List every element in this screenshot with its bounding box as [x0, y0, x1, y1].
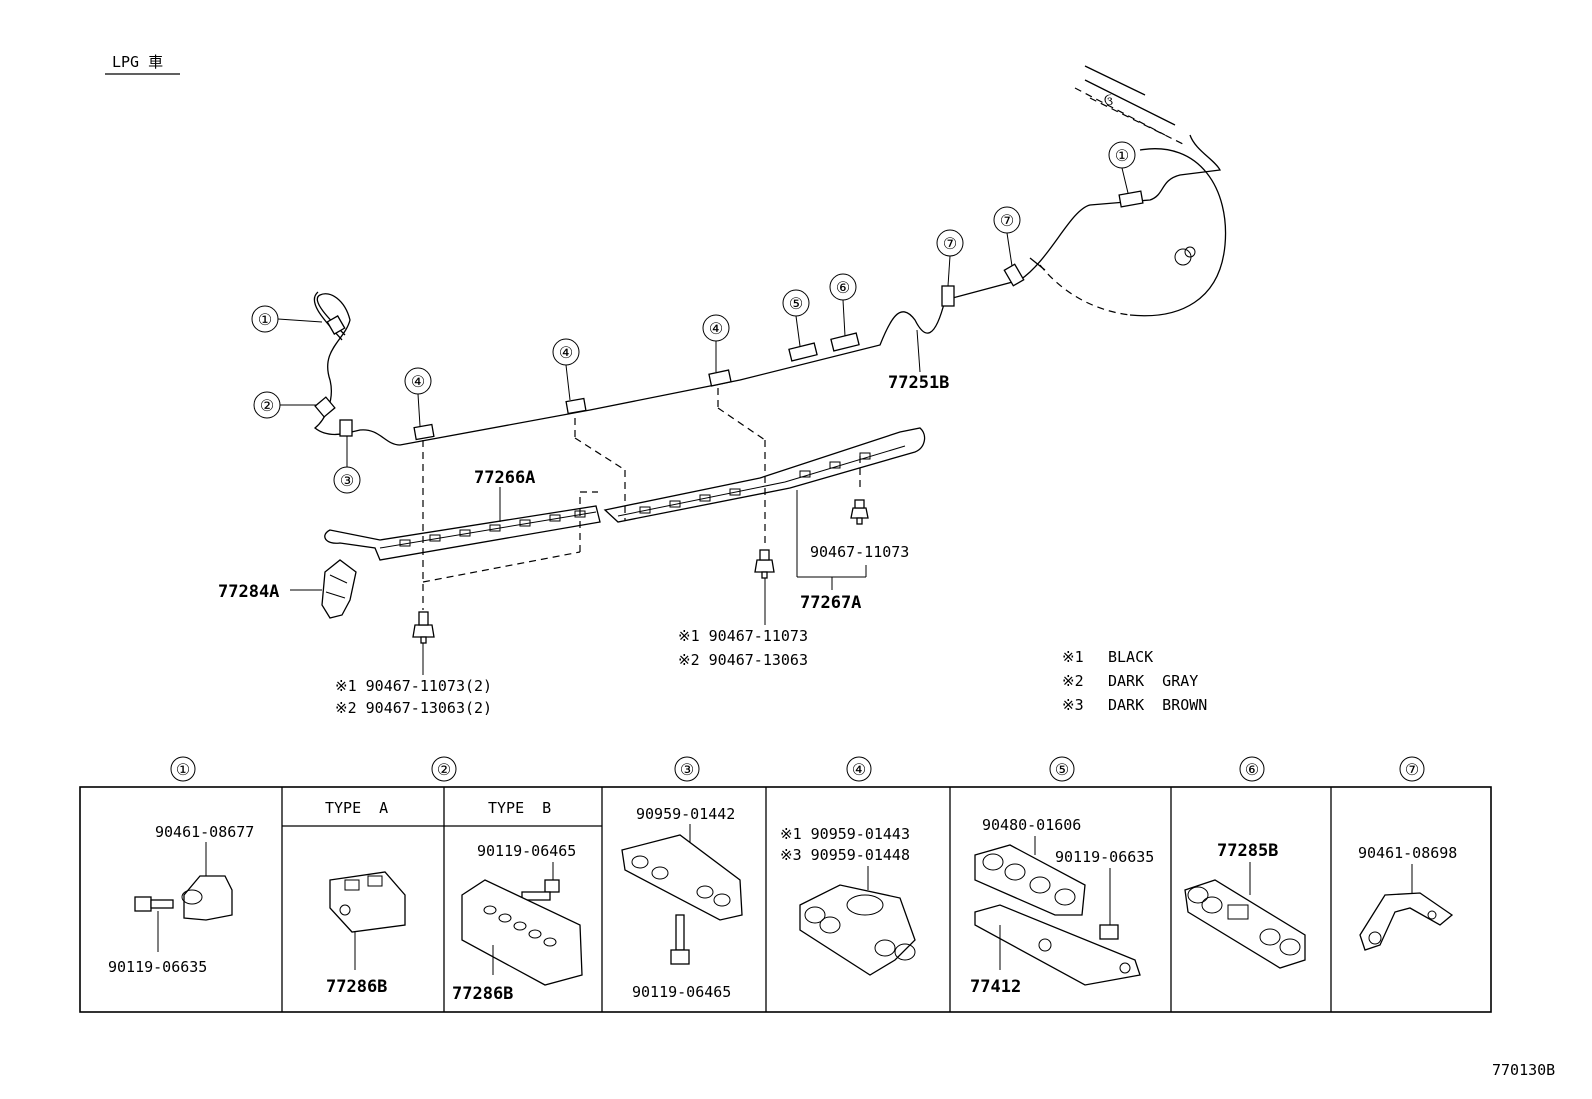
cell2a-part: 77286B	[326, 977, 387, 997]
cell-6: 77285B	[1184, 841, 1306, 969]
part-nut-right: 90467-11073	[810, 543, 909, 561]
header-callout-1: ①	[176, 760, 190, 779]
cell1-part-a: 90461-08677	[155, 823, 254, 841]
cell3-part-b: 90119-06465	[632, 983, 731, 1001]
part-77284A: 77284A	[218, 582, 279, 602]
cell6-part: 77285B	[1217, 841, 1278, 861]
part-77251B: 77251B	[888, 373, 949, 393]
cell-5: 90480-01606 90119-06635 77412	[970, 816, 1154, 997]
tank-fitting-icon: ઉ	[1104, 94, 1113, 108]
callout-4-a: ④	[411, 372, 425, 391]
legend-color-1: BLACK	[1108, 648, 1153, 666]
legend-mark-3: ※3	[1062, 696, 1084, 714]
cell-7: 90461-08698	[1358, 844, 1457, 951]
detail-table-headers: ① ② ③ ④ ⑤ ⑥ ⑦	[170, 756, 1425, 782]
cell2a-type: TYPE A	[325, 799, 388, 817]
callout-7-b: ⑦	[1000, 211, 1014, 230]
detail-table-grid	[79, 786, 1492, 1013]
callout-1-top: ①	[1115, 146, 1129, 165]
cell7-part: 90461-08698	[1358, 844, 1457, 862]
cell-3: 90959-01442 90119-06465	[621, 805, 743, 1001]
protector-77267A	[603, 427, 926, 523]
mounting-dash-lines	[422, 388, 861, 610]
part-77266A: 77266A	[474, 468, 535, 488]
legend-mark-2: ※2	[1062, 672, 1084, 690]
diagram-code: 770130B	[1492, 1061, 1555, 1079]
cell4-part-a: ※1 90959-01443	[780, 825, 910, 843]
callout-4-b: ④	[559, 343, 573, 362]
pipe-callouts: ① ② ③ ④ ④ ④ ⑤ ⑥ ⑦ ⑦ ①	[251, 141, 1136, 494]
clamp-77284A	[321, 559, 357, 619]
header-callout-6: ⑥	[1245, 760, 1259, 779]
fuel-pipe	[313, 134, 1221, 446]
header-callout-7: ⑦	[1405, 760, 1419, 779]
callout-4-c: ④	[709, 319, 723, 338]
cell3-part-a: 90959-01442	[636, 805, 735, 823]
part-77267A: 77267A	[800, 593, 861, 613]
cell5-part-b: 90119-06635	[1055, 848, 1154, 866]
cell2b-part-a: 90119-06465	[477, 842, 576, 860]
cell1-part-b: 90119-06635	[108, 958, 207, 976]
header-callout-3: ③	[680, 760, 694, 779]
header-callout-2: ②	[437, 760, 451, 779]
legend-color-3: DARK BROWN	[1108, 696, 1207, 714]
cell4-part-b: ※3 90959-01448	[780, 846, 910, 864]
callout-2: ②	[260, 396, 274, 415]
cell-1: 90461-08677 90119-06635	[108, 823, 254, 976]
fuel-tank: ઉ	[1029, 65, 1227, 317]
cell5-part-c: 77412	[970, 977, 1021, 997]
part-nut-mid-2: ※2 90467-13063	[678, 651, 808, 669]
nut-icon	[412, 611, 435, 644]
cell2b-type: TYPE B	[488, 799, 551, 817]
nut-icon	[754, 549, 775, 579]
part-nut-left-2: ※2 90467-13063(2)	[335, 699, 492, 717]
vehicle-type-label: LPG 車	[112, 53, 163, 71]
header-callout-4: ④	[852, 760, 866, 779]
cell-2-type-b: TYPE B 90119-06465 77286B	[452, 799, 583, 1004]
header-callout-5: ⑤	[1055, 760, 1069, 779]
part-nut-left-1: ※1 90467-11073(2)	[335, 677, 492, 695]
nut-icon	[850, 499, 869, 525]
callout-6: ⑥	[836, 278, 850, 297]
legend-mark-1: ※1	[1062, 648, 1084, 666]
cell2b-part-b: 77286B	[452, 984, 513, 1004]
cell5-part-a: 90480-01606	[982, 816, 1081, 834]
callout-7-a: ⑦	[943, 234, 957, 253]
protector-77266A	[324, 505, 601, 561]
cell-4: ※1 90959-01443 ※3 90959-01448	[780, 825, 916, 976]
legend-color-2: DARK GRAY	[1108, 672, 1198, 690]
callout-5: ⑤	[789, 294, 803, 313]
callout-1-left: ①	[258, 310, 272, 329]
color-legend: ※1 BLACK ※2 DARK GRAY ※3 DARK BROWN	[1062, 648, 1207, 714]
cell-2-type-a: TYPE A 77286B	[325, 799, 406, 997]
part-nut-mid-1: ※1 90467-11073	[678, 627, 808, 645]
callout-3: ③	[340, 471, 354, 490]
